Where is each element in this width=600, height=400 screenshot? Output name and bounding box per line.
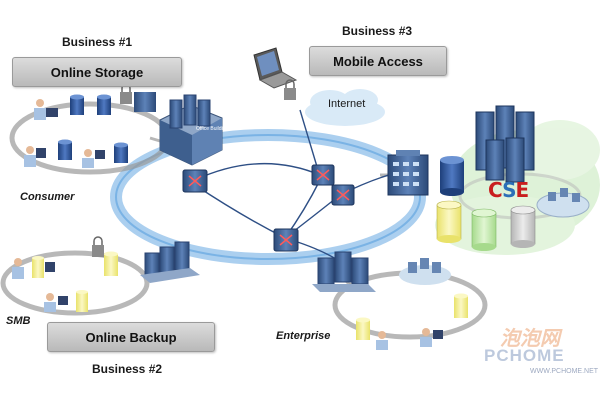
router-switch: [331, 184, 355, 206]
enterprise-disk-icon: [454, 293, 468, 318]
watermark-url: WWW.PCHOME.NET: [530, 368, 599, 375]
storage-disk-yellow: [436, 200, 462, 243]
storage-disk-grey: [510, 205, 536, 248]
enterprise-datacenter-icon: [312, 251, 376, 292]
svg-text:Office Building: Office Building: [196, 126, 228, 132]
smb-user-icon: [44, 293, 68, 312]
consumer-database-icon: [58, 139, 72, 160]
router-switch: [182, 169, 208, 193]
office-building-icon: Office Building: [159, 94, 228, 166]
smb-label: SMB: [6, 315, 31, 327]
lock-icon: [92, 236, 104, 257]
router-switch: [311, 164, 335, 186]
internet-label: Internet: [328, 98, 366, 110]
enterprise-user-icon: [376, 331, 388, 350]
online-storage-box: Online Storage: [12, 57, 182, 87]
business3-label: Business #3: [342, 24, 413, 38]
laptop-icon: [253, 47, 298, 89]
mobile-access-datacenter-icon: [387, 150, 429, 196]
cse-user-group-icon: [536, 188, 590, 218]
smb-ring: [0, 250, 150, 316]
storage-disk-green: [471, 208, 497, 251]
online-backup-box: Online Backup: [47, 322, 215, 352]
enterprise-disk-icon: [356, 317, 370, 340]
enterprise-server-icon: [399, 258, 451, 285]
backup-datacenter-icon: [140, 241, 200, 283]
business1-label: Business #1: [62, 35, 133, 49]
business2-label: Business #2: [92, 362, 163, 376]
watermark-brand: PCHOME: [484, 346, 565, 365]
consumer-user-icon: [82, 149, 105, 168]
consumer-label: Consumer: [20, 191, 75, 203]
router-switch: [273, 228, 299, 252]
consumer-user-icon: [24, 146, 46, 167]
consumer-database-icon: [97, 94, 111, 115]
enterprise-label: Enterprise: [276, 330, 331, 342]
smb-disk-icon: [32, 256, 55, 278]
cse-logo: CSE: [488, 178, 529, 202]
watermark-logo: 泡泡网: [500, 328, 560, 350]
smb-user-icon: [12, 258, 24, 279]
enterprise-user-icon: [420, 328, 443, 347]
consumer-user-icon: [34, 99, 58, 120]
mobile-access-box: Mobile Access: [309, 46, 447, 76]
internet-cloud: [305, 89, 385, 126]
smb-disk-icon: [104, 251, 118, 276]
consumer-database-icon: [114, 142, 128, 163]
consumer-database-icon: [70, 94, 84, 115]
smb-disk-icon: [76, 290, 88, 312]
cse-server-rack-icon: [475, 105, 535, 183]
lock-icon: [284, 79, 296, 100]
database-icon: [440, 156, 464, 196]
